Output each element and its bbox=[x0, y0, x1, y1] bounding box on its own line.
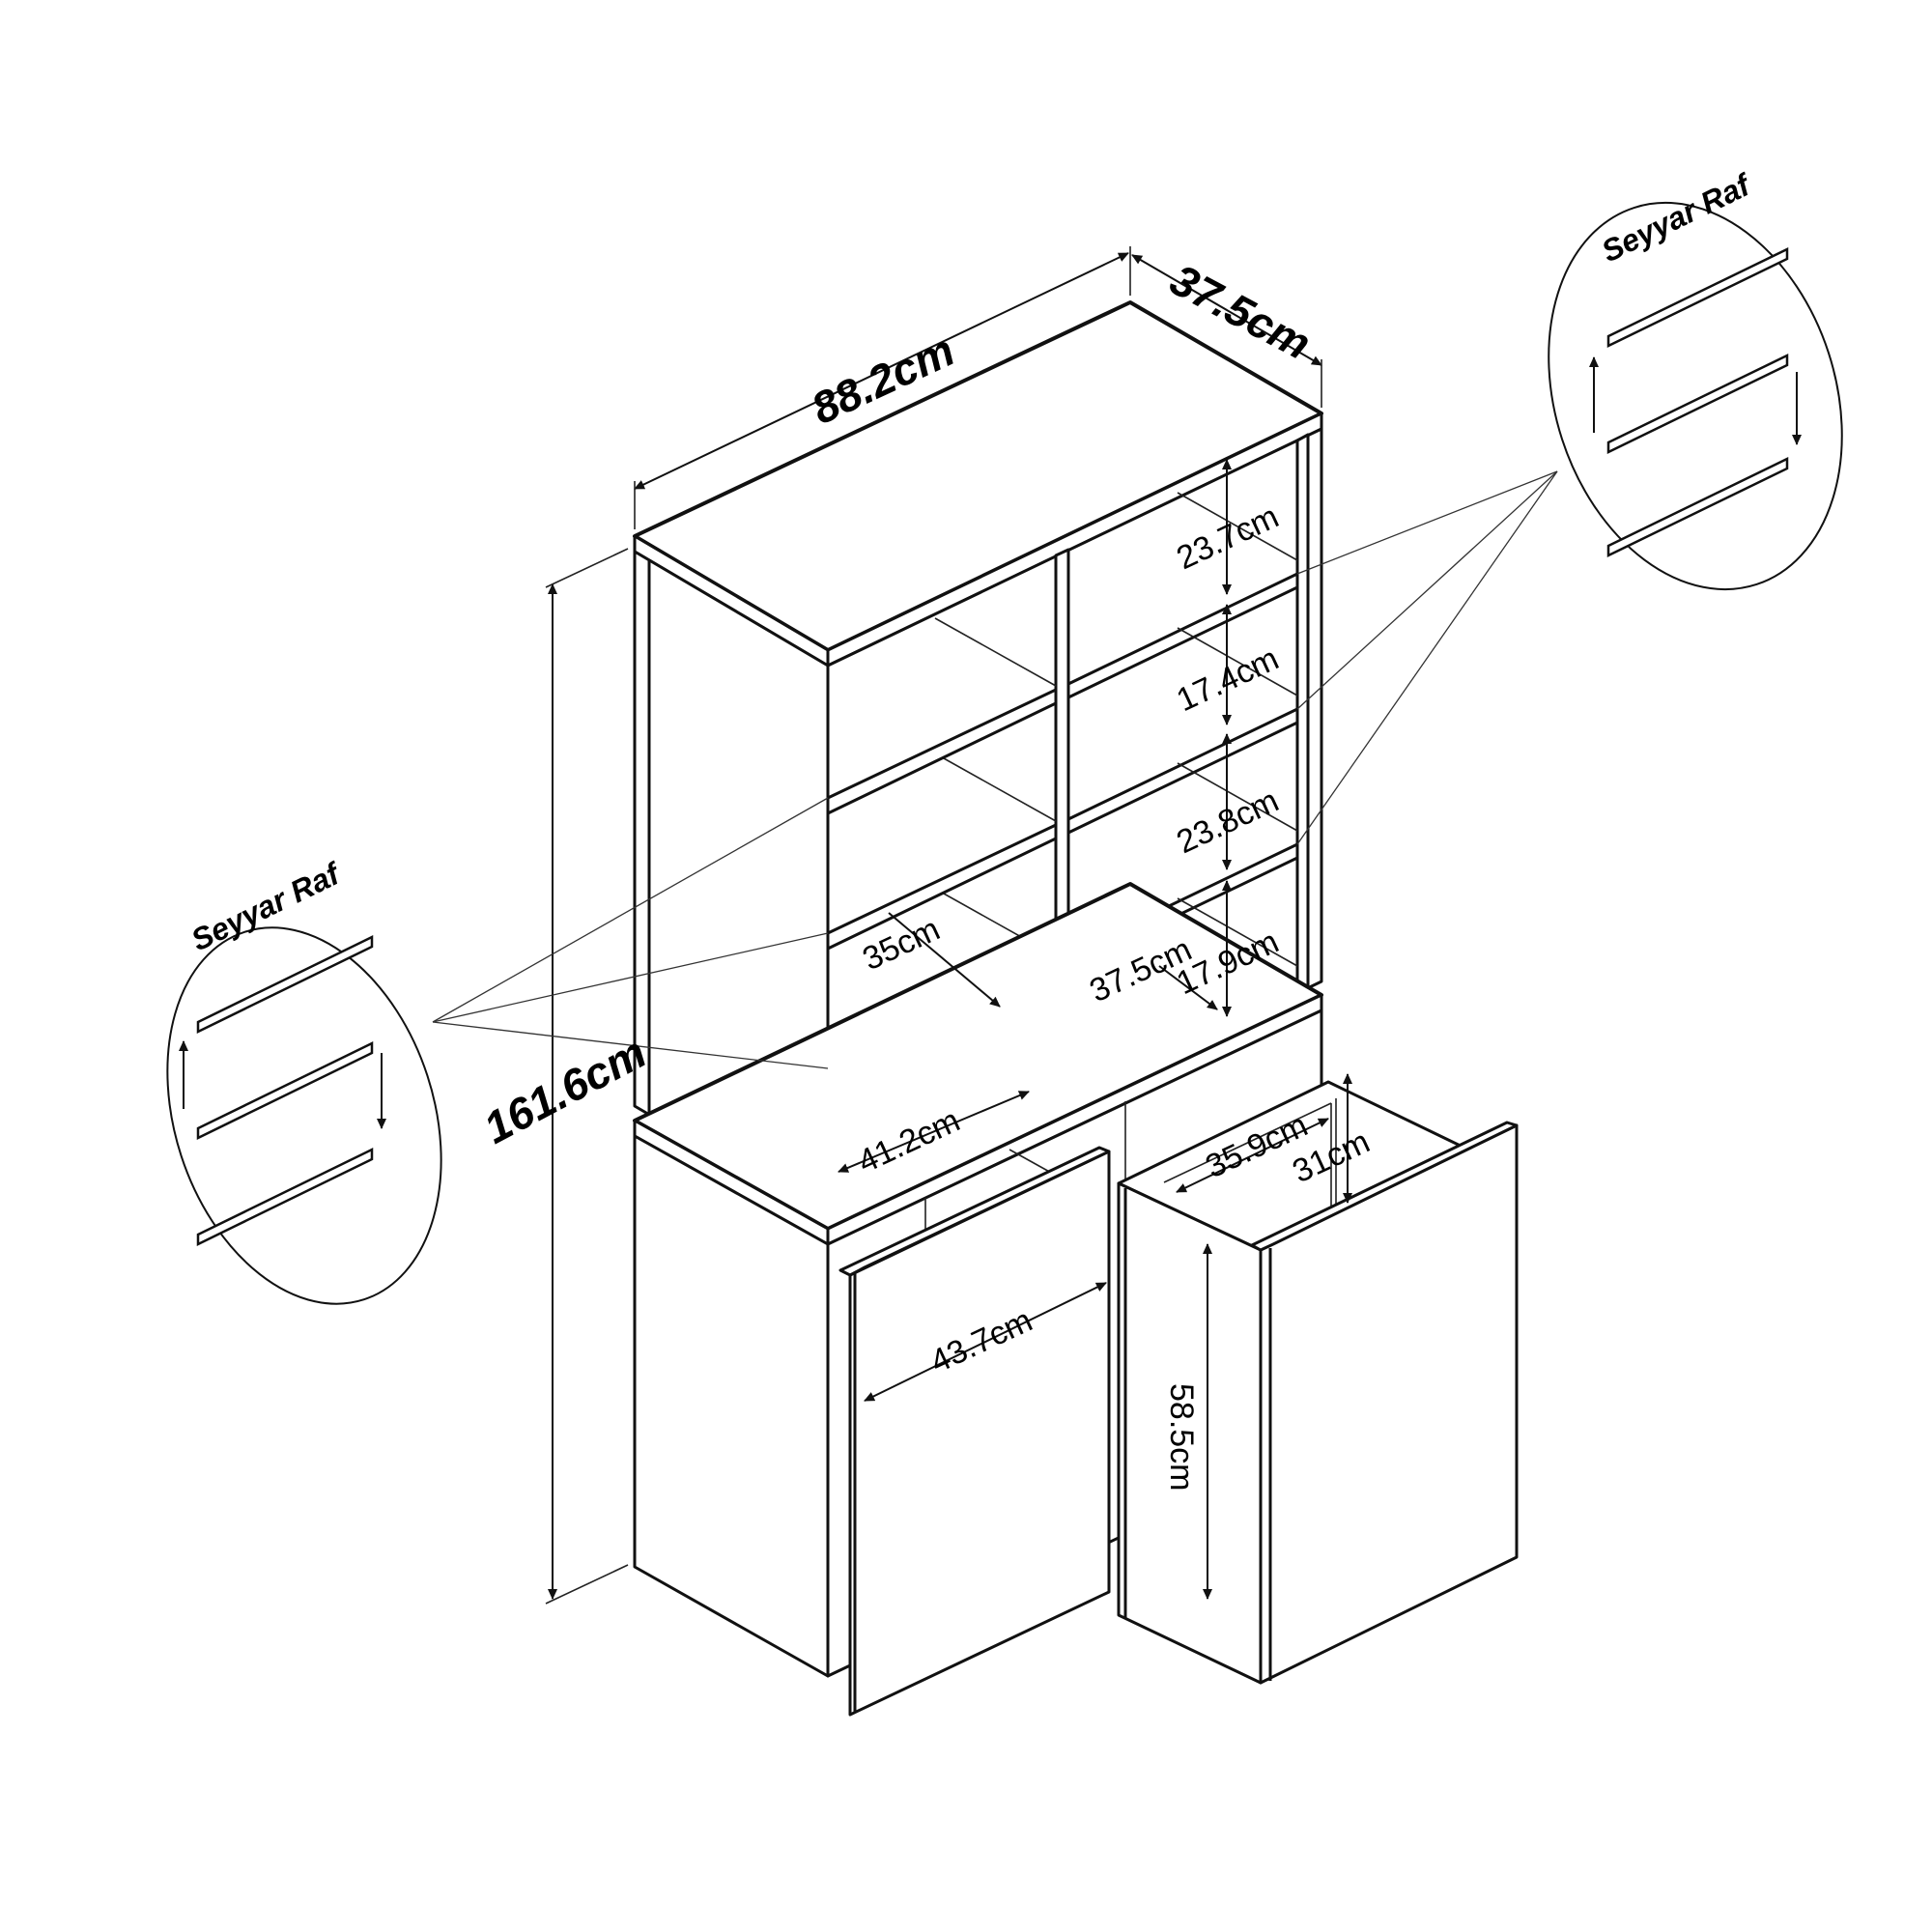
drawer-height-label: 58.5cm bbox=[1163, 1383, 1200, 1492]
callout-shelf-3 bbox=[196, 1147, 374, 1247]
left-door-edge bbox=[838, 1146, 1111, 1277]
right-callout-title: Seyyar Raf bbox=[1596, 166, 1757, 269]
right-callout bbox=[1548, 201, 1843, 591]
right-callout-shelf-3 bbox=[1606, 457, 1789, 557]
height-label: 161.6cm bbox=[475, 1027, 654, 1153]
left-callout-title: Seyyar Raf bbox=[185, 855, 347, 957]
dimension-lines bbox=[545, 246, 1352, 1605]
callout-shelf-1 bbox=[196, 934, 374, 1035]
left-shelf-2 bbox=[826, 823, 1058, 951]
right-callout-shelf-2 bbox=[1606, 354, 1789, 454]
right-callout-shelf-1 bbox=[1606, 247, 1789, 348]
right-side-panel bbox=[1295, 433, 1310, 995]
right-shelf-1 bbox=[1066, 572, 1299, 699]
left-callout bbox=[166, 926, 442, 1305]
right-shelf-2 bbox=[1066, 707, 1299, 835]
left-shelf-1 bbox=[826, 688, 1058, 815]
drawer-front-edge bbox=[1250, 1121, 1519, 1252]
callout-leaders bbox=[432, 470, 1558, 1069]
callout-shelf-2 bbox=[196, 1040, 374, 1141]
